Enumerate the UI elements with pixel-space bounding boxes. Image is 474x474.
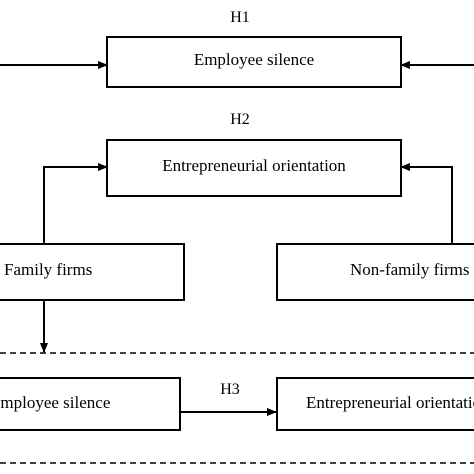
hypothesis-label-h2: H2 xyxy=(230,111,250,128)
h2-arrow-right xyxy=(400,163,453,244)
h2-arrow-left xyxy=(43,163,108,244)
entrepreneurial-orientation-label-top: Entrepreneurial orientation xyxy=(162,156,346,175)
employee-silence-label-top: Employee silence xyxy=(194,50,314,69)
hypothesis-label-h3: H3 xyxy=(220,381,240,398)
employee-silence-label-bottom: Employee silence xyxy=(0,393,110,412)
employee-silence-box-bottom xyxy=(0,377,181,431)
entrepreneurial-orientation-box-bottom xyxy=(276,377,474,431)
entrepreneurial-orientation-label-bottom: Entrepreneurial orientation xyxy=(306,393,474,412)
hypothesis-label-h1: H1 xyxy=(230,9,250,26)
non-family-firms-box xyxy=(276,243,474,301)
family-firms-box xyxy=(0,243,185,301)
non-family-firms-label: Non-family firms xyxy=(350,260,469,279)
family-firms-label: Family firms xyxy=(4,260,92,279)
